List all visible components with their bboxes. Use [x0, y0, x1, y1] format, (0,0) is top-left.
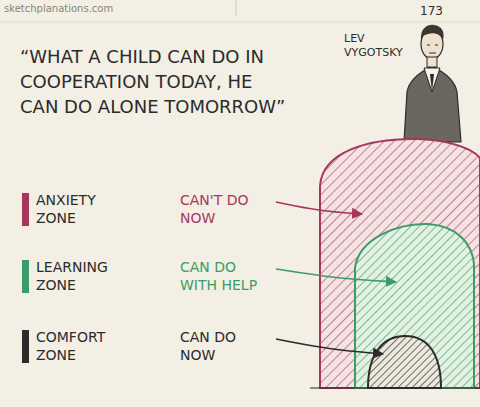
legend-row: ANXIETY ZONE	[22, 192, 117, 227]
legend-swatch	[22, 260, 29, 293]
legend-label: ANXIETY ZONE	[36, 192, 131, 227]
portrait	[404, 25, 461, 142]
portrait-caption: LEV VYGOTSKY	[344, 32, 414, 60]
legend-row: COMFORT ZONE	[22, 329, 117, 364]
legend-swatch	[22, 193, 29, 226]
legend-swatch	[22, 330, 29, 363]
leader-arrow	[276, 202, 362, 214]
zone-description: CAN'T DO NOW	[180, 192, 268, 227]
card-edge	[236, 0, 237, 16]
page-number: 173	[420, 4, 460, 19]
zone-description: CAN DO NOW	[180, 329, 268, 364]
comfort-hill	[368, 336, 441, 388]
watermark: sketchplanations.com	[4, 3, 164, 16]
learning-hill	[355, 224, 474, 388]
zone-description: CAN DO WITH HELP	[180, 259, 268, 294]
quote-title: “WHAT A CHILD CAN DO IN COOPERATION TODA…	[20, 44, 292, 120]
leader-arrow	[276, 339, 383, 354]
card-edge	[0, 22, 480, 23]
legend-row: LEARNING ZONE	[22, 259, 117, 294]
ground-line	[310, 387, 480, 388]
legend-label: COMFORT ZONE	[36, 329, 131, 364]
leader-arrow	[276, 269, 396, 282]
legend-label: LEARNING ZONE	[36, 259, 131, 294]
